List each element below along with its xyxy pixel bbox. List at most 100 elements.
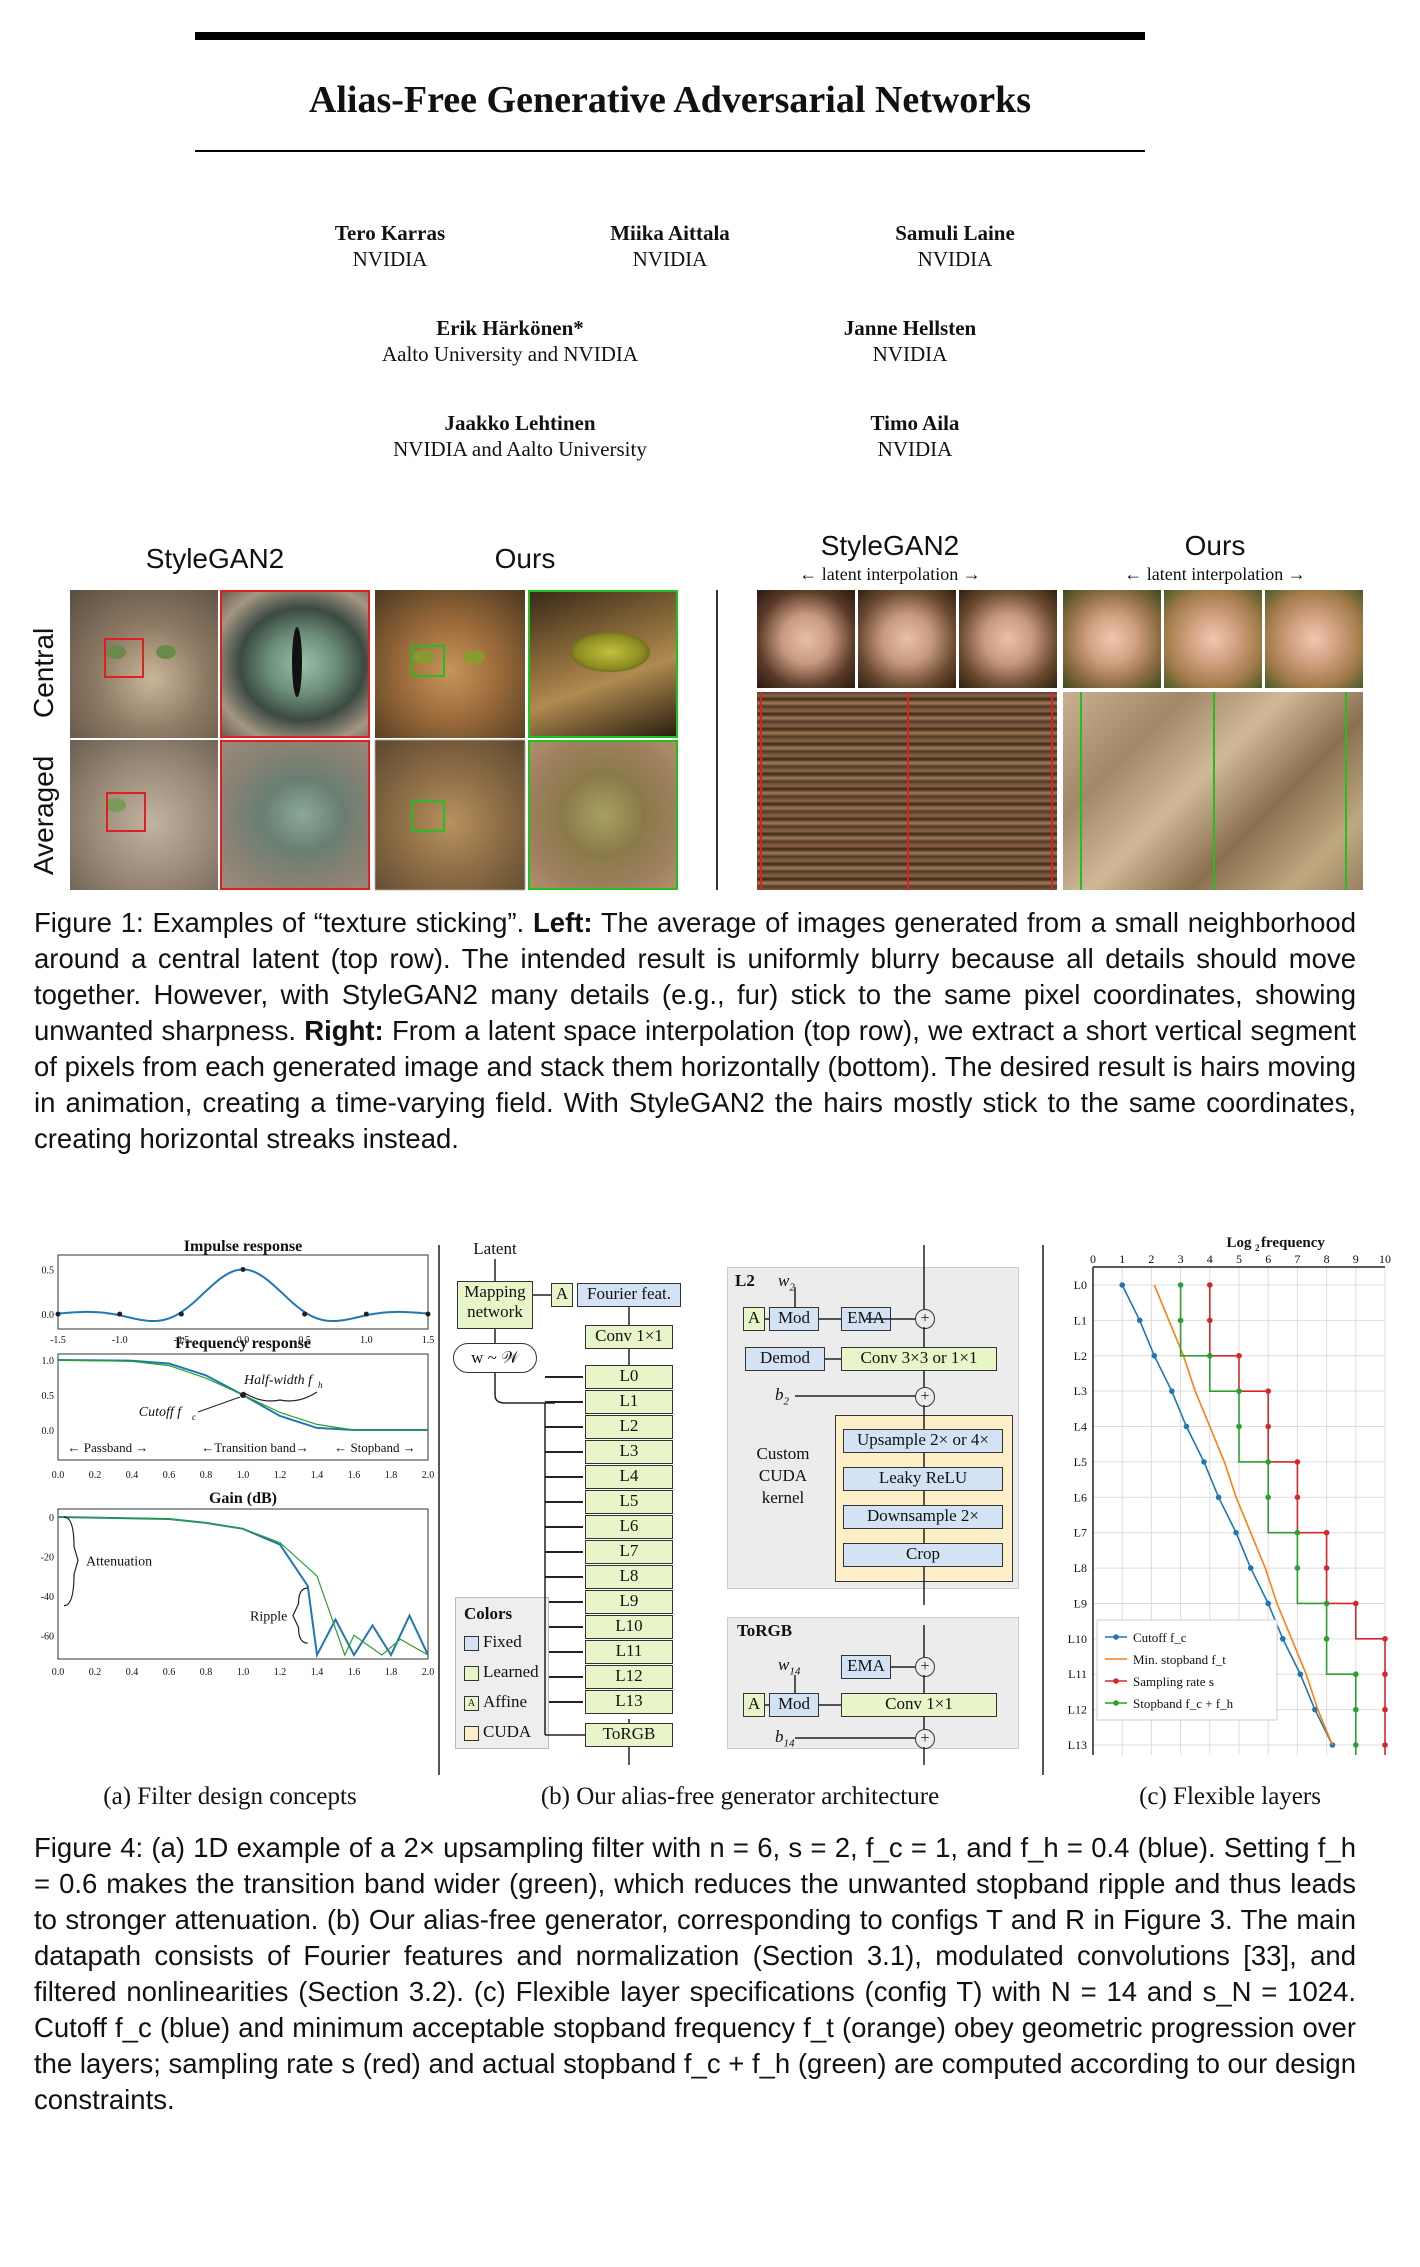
hair-stylegan2-streaks [757,692,1057,890]
gain-frame [57,1508,429,1660]
flex-legend-label: Min. stopband f_t [1133,1652,1226,1667]
gain-ytick: -60 [41,1631,54,1642]
hair-ours-field [1063,692,1363,890]
flex-point-3 [1265,1459,1271,1465]
freq-xtick: 0.6 [163,1470,176,1481]
face-stylegan2-1 [757,590,855,688]
flex-point-3 [1353,1742,1359,1748]
fig4c-label: (c) Flexible layers [1139,1783,1321,1810]
fig1-right-col2-interp: ← latent interpolation → [1124,564,1306,584]
flex-ylabel: L5 [1074,1455,1087,1469]
gain-xtick: 1.4 [311,1667,324,1678]
impulse-point [425,1311,431,1317]
freq-xtick: 1.0 [237,1470,250,1481]
architecture-diagram: Latent Mapping network w ~ 𝒲 A Fourier f… [445,1235,1045,1780]
impulse-point [240,1266,246,1272]
impulse-xtick: -1.5 [50,1335,66,1346]
cutoff-pointer [197,1396,241,1413]
flex-point-3 [1236,1388,1242,1394]
author-affil: NVIDIA [632,247,708,271]
flex-xtick: 2 [1148,1252,1154,1266]
fourier-features-box: Fourier feat. [577,1283,681,1307]
gain-xtick: 0.6 [163,1667,176,1678]
fig4-caption-text: Figure 4: (a) 1D example of a 2× upsampl… [34,1832,1356,2115]
layer-arrow [545,1676,583,1678]
flex-ylabel: L4 [1074,1420,1087,1434]
flex-point-2 [1265,1423,1271,1430]
torgb-conv-box: Conv 1×1 [841,1693,997,1717]
torgb-affine-box: A [743,1693,765,1717]
flex-ylabel: L8 [1074,1561,1087,1575]
impulse-ytick: 0.0 [42,1310,55,1321]
flex-xtick: 6 [1265,1252,1271,1266]
impulse-xtick: -1.0 [112,1335,128,1346]
flex-point-2 [1382,1742,1388,1748]
caption-left-label: Left: [532,907,593,938]
layer-box-l5: L5 [585,1490,673,1514]
stopband-label: ← Stopband → [334,1440,416,1455]
author-1: Tero Karras NVIDIA [290,220,490,272]
author-7: Timo Aila NVIDIA [815,410,1015,462]
fig4a-label: (a) Filter design concepts [103,1783,357,1810]
flex-point-3 [1294,1529,1301,1536]
impulse-point [117,1311,123,1317]
cat-ours-averaged [375,740,525,890]
torgb-mod-box: Mod [769,1693,819,1717]
flex-legend-label: Cutoff f_c [1133,1630,1187,1645]
flex-point-2 [1382,1706,1388,1713]
top-rule [195,32,1145,40]
author-name: Tero Karras [334,221,446,245]
cat-stylegan2-averaged [70,740,218,890]
flex-ylabel: L3 [1074,1384,1087,1398]
face-stylegan2-2 [858,590,956,688]
flex-ylabel: L10 [1068,1632,1087,1646]
figure4-caption: Figure 4: (a) 1D example of a 2× upsampl… [34,1830,1356,2118]
layer-arrow [545,1476,583,1478]
caption-prefix: Figure 1: Examples of “texture sticking”… [34,907,533,938]
l2-plus-2: + [915,1387,935,1407]
fig1-row1-label: Central [28,627,59,718]
face-ours-2 [1164,590,1262,688]
gain-ytick: -20 [41,1552,54,1563]
flex-point-0 [1247,1565,1254,1571]
freq-title: Frequency response [175,1335,311,1352]
torgb-plus-2: + [915,1729,935,1749]
cat-ours-central [375,590,525,738]
fig1-right-col2-label: Ours [1184,530,1246,561]
flex-point-0 [1151,1352,1158,1359]
flex-xtick: 0 [1090,1252,1096,1266]
author-affil: NVIDIA [352,247,428,271]
flex-ylabel: L2 [1074,1349,1087,1363]
fig1-right-col1-interp: ← latent interpolation → [799,564,981,584]
flex-point-0 [1201,1459,1207,1465]
layer-box-l6: L6 [585,1515,673,1539]
flex-legend-dot [1113,1678,1119,1684]
flex-point-0 [1265,1600,1271,1607]
author-name: Jaakko Lehtinen [444,411,596,435]
layer-box-l12: L12 [585,1665,673,1689]
l2-mod-box: Mod [769,1307,819,1331]
freq-xtick: 2.0 [422,1470,435,1481]
layer-arrow [545,1651,583,1653]
author-4: Erik Härkönen* Aalto University and NVID… [340,315,680,367]
flex-title-sub: 2 [1255,1243,1260,1253]
flex-ylabel: L1 [1074,1313,1087,1327]
face-ours-1 [1063,590,1161,688]
w2-text: w [778,1271,790,1290]
crop-box: Crop [843,1543,1003,1567]
torgb-detail-title: ToRGB [737,1621,793,1640]
affine-a-box: A [551,1283,573,1307]
author-name: Samuli Laine [895,221,1015,245]
flex-point-0 [1312,1706,1318,1713]
impulse-xtick: 1.0 [360,1335,373,1346]
layer-arrow [545,1526,583,1528]
gain-title: Gain (dB) [209,1490,277,1507]
gain-ytick: -40 [41,1592,54,1603]
gain-xtick: 1.6 [348,1667,361,1678]
freq-xtick: 1.8 [385,1470,398,1481]
author-name: Erik Härkönen* [436,316,584,340]
author-affil: Aalto University and NVIDIA [381,342,639,366]
flex-point-3 [1236,1423,1242,1430]
